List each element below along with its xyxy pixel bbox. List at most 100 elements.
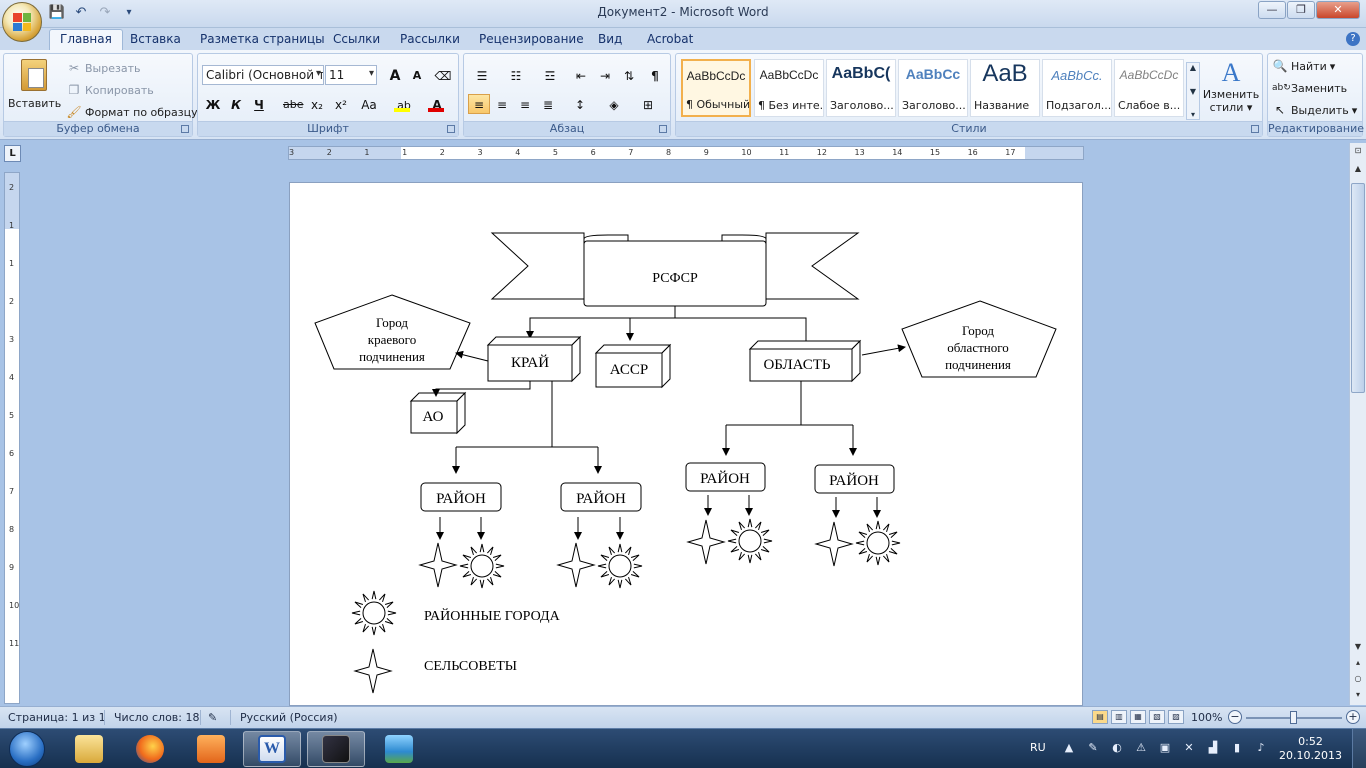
prev-page-icon[interactable]: ▴: [1355, 658, 1360, 667]
tray-app-icon[interactable]: ▲: [1064, 741, 1074, 754]
oblast-box[interactable]: [748, 339, 862, 383]
chevron-down-icon[interactable]: ▼: [1189, 86, 1197, 96]
browse-object-icon[interactable]: ○: [1354, 674, 1362, 683]
zoom-out-icon[interactable]: −: [1228, 710, 1242, 724]
input-language[interactable]: RU: [1030, 741, 1046, 754]
clock[interactable]: 0:52 20.10.2013: [1279, 735, 1342, 763]
bullets-icon[interactable]: ☰: [476, 69, 488, 83]
office-button[interactable]: [2, 2, 42, 42]
style-heading-2[interactable]: AaBbCc Заголово...: [898, 59, 968, 117]
banner-shape[interactable]: [490, 232, 860, 307]
borders-icon[interactable]: ⊞: [642, 98, 654, 112]
zoom-level[interactable]: 100%: [1191, 711, 1223, 724]
select-button[interactable]: ↖Выделить ▾: [1272, 102, 1357, 118]
show-desktop-button[interactable]: [1352, 729, 1366, 768]
subscript-button[interactable]: x₂: [311, 98, 323, 112]
multilevel-list-icon[interactable]: ☲: [544, 69, 556, 83]
vertical-scrollbar[interactable]: ⊡ ▲ ▼ ▴ ○ ▾: [1349, 143, 1366, 705]
chevron-up-icon[interactable]: ▲: [1189, 63, 1197, 72]
city-oblast-pentagon[interactable]: [901, 300, 1057, 378]
zoom-in-icon[interactable]: +: [1346, 710, 1360, 724]
font-launcher-icon[interactable]: [447, 125, 455, 133]
zoom-slider-thumb[interactable]: [1290, 711, 1297, 724]
ruler-toggle-icon[interactable]: ⊡: [1354, 146, 1362, 155]
highlight-button[interactable]: ab: [390, 94, 418, 114]
city-krai-pentagon[interactable]: [314, 294, 471, 370]
restore-button[interactable]: ❐: [1287, 1, 1315, 19]
krai-box[interactable]: [486, 335, 582, 383]
rayon-box-2[interactable]: [560, 482, 642, 512]
styles-launcher-icon[interactable]: [1251, 125, 1259, 133]
more-icon[interactable]: ▾: [1190, 110, 1195, 119]
font-size-combo[interactable]: 11: [325, 65, 377, 85]
start-button[interactable]: [2, 729, 52, 768]
align-left-icon[interactable]: ≡: [468, 94, 490, 114]
superscript-button[interactable]: x²: [335, 98, 347, 112]
change-case-button[interactable]: Aa: [361, 98, 377, 112]
style-subtitle[interactable]: AaBbCc. Подзагол...: [1042, 59, 1112, 117]
language-indicator[interactable]: Русский (Россия): [240, 711, 338, 724]
rayon-box-1[interactable]: [420, 482, 502, 512]
ao-box[interactable]: [409, 391, 467, 435]
show-marks-button[interactable]: ¶: [651, 69, 659, 83]
tray-battery-icon[interactable]: ▮: [1233, 741, 1241, 754]
redo-icon[interactable]: ↷: [99, 5, 111, 20]
taskbar-photo-viewer[interactable]: [370, 731, 428, 767]
underline-button[interactable]: Ч: [254, 98, 264, 112]
tray-signal-icon[interactable]: ▟: [1208, 741, 1218, 754]
numbering-icon[interactable]: ☷: [510, 69, 522, 83]
align-center-icon[interactable]: ≡: [496, 98, 508, 112]
style-subtle-emphasis[interactable]: AaBbCcDc Слабое в...: [1114, 59, 1184, 117]
print-layout-icon[interactable]: ▤: [1092, 710, 1108, 724]
rayon-box-4[interactable]: [814, 464, 895, 494]
cut-button[interactable]: ✂Вырезать: [66, 60, 141, 76]
line-spacing-icon[interactable]: ↕: [574, 98, 586, 112]
justify-icon[interactable]: ≣: [542, 98, 554, 112]
taskbar-media-player[interactable]: [182, 731, 240, 767]
style-normal[interactable]: AaBbCcDc ¶ Обычный: [681, 59, 751, 117]
align-right-icon[interactable]: ≡: [519, 98, 531, 112]
tray-volume-icon[interactable]: ♪: [1257, 741, 1265, 754]
scroll-thumb[interactable]: [1351, 183, 1365, 393]
page-indicator[interactable]: Страница: 1 из 1: [8, 711, 106, 724]
style-no-spacing[interactable]: AaBbCcDc ¶ Без инте...: [754, 59, 824, 117]
tray-device-icon[interactable]: ▣: [1159, 741, 1171, 754]
change-styles-button[interactable]: A Изменить стили ▾: [1202, 58, 1260, 114]
decrease-indent-icon[interactable]: ⇤: [575, 69, 587, 83]
tray-alert-icon[interactable]: ⚠: [1136, 741, 1146, 754]
outline-view-icon[interactable]: ▧: [1149, 710, 1165, 724]
font-color-button[interactable]: A: [423, 94, 451, 114]
tab-page-layout[interactable]: Разметка страницы: [200, 32, 325, 46]
customize-qat-icon[interactable]: ▾: [126, 7, 132, 18]
assr-box[interactable]: [594, 343, 672, 389]
tab-mailings[interactable]: Рассылки: [400, 32, 460, 46]
full-screen-reading-icon[interactable]: ▥: [1111, 710, 1127, 724]
shrink-font-button[interactable]: A: [412, 69, 422, 82]
tray-security-icon[interactable]: ◐: [1112, 741, 1122, 754]
taskbar-firefox[interactable]: [121, 731, 179, 767]
tray-network-icon[interactable]: ✕: [1184, 741, 1194, 754]
document-page[interactable]: РСФСР КРАЙ АССР ОБЛАСТЬ АО РАЙОН РАЙОН Р…: [289, 182, 1083, 706]
taskbar-ink-app[interactable]: [307, 731, 365, 767]
tab-home[interactable]: Главная: [49, 29, 123, 50]
find-button[interactable]: 🔍Найти ▾: [1272, 59, 1336, 73]
italic-button[interactable]: К: [231, 98, 241, 112]
paste-button[interactable]: Вставить: [8, 57, 61, 121]
rayon-box-3[interactable]: [685, 462, 766, 492]
style-title[interactable]: AaB Название: [970, 59, 1040, 117]
scroll-down-icon[interactable]: ▼: [1354, 642, 1362, 651]
grow-font-button[interactable]: A: [389, 68, 401, 84]
tab-references[interactable]: Ссылки: [333, 32, 381, 46]
help-icon[interactable]: ?: [1346, 32, 1360, 46]
style-heading-1[interactable]: AaBbC( Заголово...: [826, 59, 896, 117]
tab-selector-button[interactable]: L: [4, 145, 21, 162]
tab-review[interactable]: Рецензирование: [479, 32, 584, 46]
tab-insert[interactable]: Вставка: [130, 32, 181, 46]
taskbar-word[interactable]: W: [243, 731, 301, 767]
tab-acrobat[interactable]: Acrobat: [647, 32, 694, 46]
styles-gallery-scroll[interactable]: ▲ ▼ ▾: [1186, 62, 1200, 120]
sort-icon[interactable]: ⇅: [623, 69, 635, 83]
replace-button[interactable]: ab↻Заменить: [1272, 80, 1347, 96]
scroll-up-icon[interactable]: ▲: [1354, 164, 1362, 173]
strikethrough-button[interactable]: abe: [283, 98, 304, 111]
